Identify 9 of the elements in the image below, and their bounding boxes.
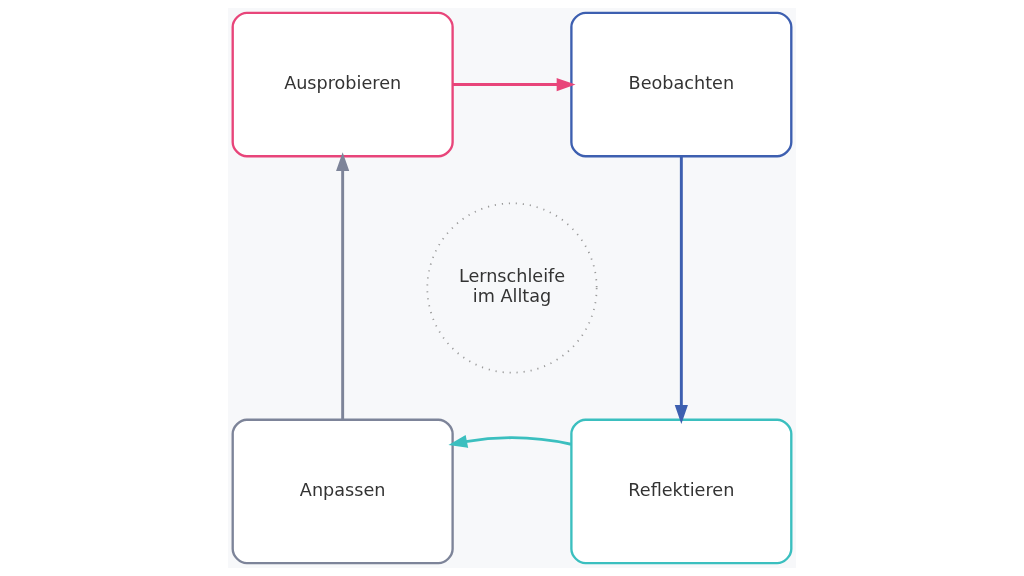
- node-box: Reflektieren: [570, 418, 793, 565]
- node-circle: Lernschleife im Alltag: [426, 202, 598, 374]
- arrow: [452, 77, 576, 92]
- arrow: [448, 434, 572, 448]
- node-box: Beobachten: [570, 11, 793, 158]
- arrow: [336, 152, 350, 420]
- node-box: Anpassen: [231, 418, 454, 565]
- arrow: [674, 156, 688, 424]
- node-box: Ausprobieren: [231, 11, 454, 158]
